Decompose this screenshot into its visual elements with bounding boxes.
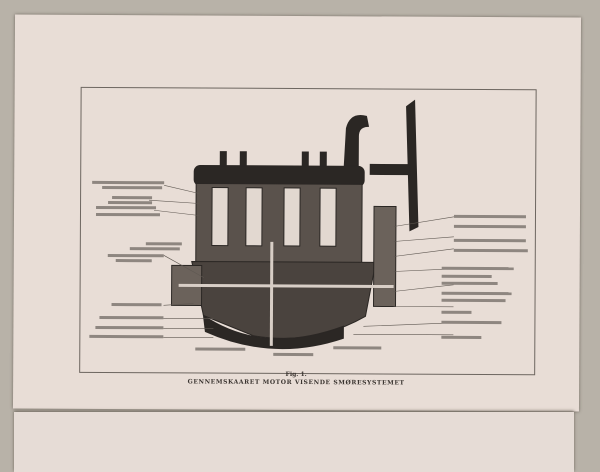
next-page-edge	[14, 412, 574, 472]
document-page: Fig. 1. GENNEMSKAARET MOTOR VISENDE SMØR…	[13, 15, 581, 412]
engine-cutaway-diagram	[13, 15, 581, 412]
